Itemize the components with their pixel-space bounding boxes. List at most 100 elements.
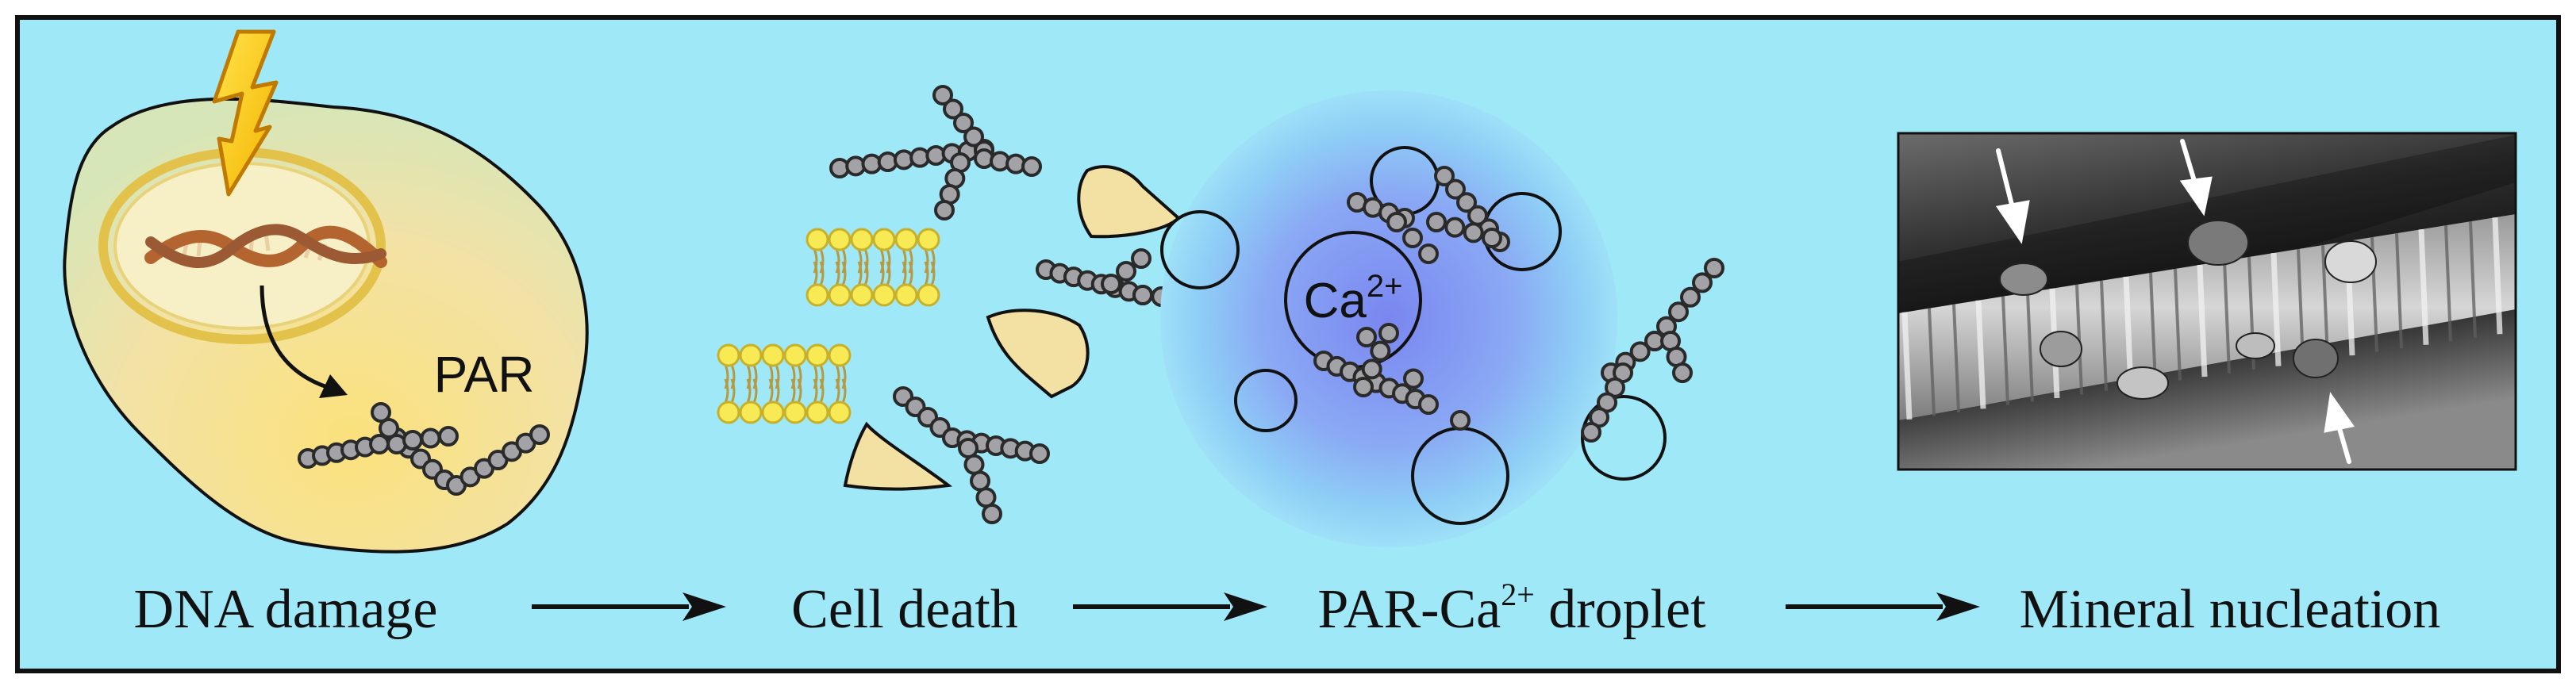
lipid-head <box>783 401 807 424</box>
par-bead <box>1402 228 1423 248</box>
par-bead <box>1356 327 1377 347</box>
par-bead <box>1434 166 1455 186</box>
droplet-label-main: PAR-Ca <box>1317 579 1501 640</box>
lipid-head <box>872 228 896 251</box>
par-bead <box>1704 258 1724 278</box>
par-bead <box>1418 243 1439 264</box>
dna-helix-icon <box>144 224 387 268</box>
par-polymer-droplet <box>1313 166 1724 443</box>
par-bead <box>1131 248 1152 269</box>
par-bead <box>402 430 423 450</box>
debris-fragment <box>1077 165 1181 239</box>
par-bead <box>953 113 974 133</box>
lipid-head <box>805 228 829 251</box>
par-bead <box>934 200 955 220</box>
par-bead <box>970 470 990 492</box>
ca-ion-label: Ca2+ <box>1286 270 1421 333</box>
par-bead <box>963 454 985 475</box>
sem-micrograph <box>1898 133 2516 470</box>
par-bead <box>932 85 953 105</box>
par-bead <box>1668 301 1689 323</box>
par-bead <box>958 438 978 458</box>
lipid-head <box>783 343 807 367</box>
par-bead <box>1370 340 1391 362</box>
stage-label-cell-death: Cell death <box>791 579 1018 640</box>
par-bead <box>1403 368 1424 389</box>
lipid-head <box>717 343 740 367</box>
par-bead <box>1672 362 1693 383</box>
par-bead <box>529 424 550 445</box>
droplet-label-sup: 2+ <box>1501 577 1535 612</box>
arrow-right-icon <box>1786 592 1980 621</box>
par-bead <box>1101 274 1121 294</box>
par-bead <box>1021 156 1042 177</box>
white-arrow-icon <box>1995 139 2355 464</box>
par-bead <box>1450 410 1471 431</box>
par-bead <box>1116 261 1136 282</box>
lipid-bilayer-fragments <box>717 228 940 424</box>
par-bead <box>1463 222 1484 243</box>
lipid-head <box>761 343 785 367</box>
lipid-head <box>805 283 829 307</box>
par-bead <box>1581 422 1601 443</box>
lipid-head <box>761 401 785 424</box>
par-bead <box>1426 212 1447 232</box>
par-bead <box>438 426 459 447</box>
lipid-head <box>828 343 852 367</box>
mineral-particles <box>1999 220 2377 400</box>
par-bead <box>371 402 391 423</box>
par-bead <box>1132 285 1153 305</box>
par-bead <box>1386 212 1407 232</box>
lipid-head <box>805 343 829 367</box>
stage-label-droplet: PAR-Ca2+ droplet <box>1290 574 1734 646</box>
par-bead <box>943 98 963 120</box>
par-bead <box>1444 217 1466 238</box>
par-bead <box>963 126 984 148</box>
lipid-head <box>850 228 874 251</box>
curved-arrow-icon <box>260 285 348 398</box>
arrow-right-icon <box>532 592 726 621</box>
par-bead <box>1629 341 1651 362</box>
lipid-head <box>828 228 852 251</box>
par-polymer-fragments <box>829 85 1209 524</box>
par-ca-droplet <box>1160 90 1724 547</box>
par-bead <box>1418 394 1439 415</box>
par-bead <box>1445 178 1466 200</box>
lipid-head <box>828 401 852 424</box>
par-polymer <box>298 402 550 496</box>
par-bead <box>1692 272 1713 293</box>
par-bead <box>420 427 441 449</box>
lipid-head <box>894 228 918 251</box>
cell-debris <box>717 85 1209 524</box>
arrow-right-icon <box>1073 592 1267 621</box>
par-bead <box>379 418 399 439</box>
stage-label-dna-damage: DNA damage <box>133 579 438 640</box>
debris-fragment <box>986 309 1090 399</box>
par-bead <box>975 487 997 508</box>
par-bead <box>1029 443 1050 464</box>
lipid-head <box>739 401 763 424</box>
par-bead <box>1680 286 1701 308</box>
stage-label-mineral-nucleation: Mineral nucleation <box>2019 579 2441 640</box>
lipid-head <box>828 283 852 307</box>
lipid-head <box>805 401 829 424</box>
lipid-head <box>717 401 740 424</box>
lipid-head <box>917 283 940 307</box>
par-bead <box>369 434 390 454</box>
lipid-head <box>739 343 763 367</box>
ca-ion-charge: 2+ <box>1366 269 1403 304</box>
par-bead <box>1361 358 1382 380</box>
ca-ion-symbol: Ca <box>1303 274 1367 328</box>
lightning-icon <box>212 29 279 197</box>
par-label: PAR <box>433 346 535 403</box>
debris-fragment <box>843 421 953 491</box>
par-bead <box>1456 192 1477 213</box>
par-bead <box>982 504 1002 524</box>
lipid-head <box>917 228 940 251</box>
lipid-head <box>894 283 918 307</box>
par-bead <box>1378 323 1399 343</box>
par-bead <box>1353 377 1374 397</box>
damaged-cell <box>63 29 589 554</box>
